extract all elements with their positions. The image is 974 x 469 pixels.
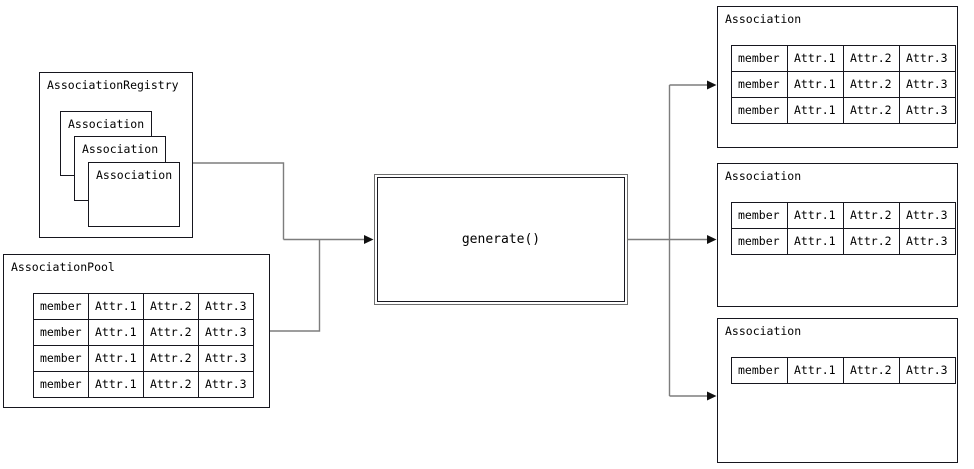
registry-to-generate-connector xyxy=(192,162,285,240)
table-cell: member xyxy=(731,45,788,72)
output-1-title: Association xyxy=(725,12,802,26)
table-cell: Attr.1 xyxy=(787,202,844,229)
table-cell: Attr.1 xyxy=(787,97,844,124)
table-cell: member xyxy=(731,357,788,384)
generate-box-inner-border: generate() xyxy=(377,177,625,302)
table-cell: Attr.2 xyxy=(843,357,900,384)
table-cell: Attr.3 xyxy=(899,228,956,255)
table-cell: Attr.1 xyxy=(787,71,844,98)
table-cell: Attr.1 xyxy=(88,371,144,398)
table-cell: member xyxy=(33,293,89,320)
table-cell: Attr.3 xyxy=(198,371,254,398)
table-cell: Attr.2 xyxy=(843,228,900,255)
association-registry-box: AssociationRegistry Association Associat… xyxy=(39,72,193,238)
table-cell: Attr.3 xyxy=(899,71,956,98)
table-cell: Attr.1 xyxy=(88,293,144,320)
table-cell: Attr.3 xyxy=(198,319,254,346)
arrowhead-into-output-1 xyxy=(707,80,717,90)
table-cell: member xyxy=(731,228,788,255)
table-cell: Attr.3 xyxy=(899,202,956,229)
table-cell: Attr.1 xyxy=(88,345,144,372)
table-cell: Attr.3 xyxy=(899,97,956,124)
table-cell: Attr.2 xyxy=(143,293,199,320)
output-2-title: Association xyxy=(725,169,802,183)
table-cell: Attr.3 xyxy=(899,357,956,384)
pool-title: AssociationPool xyxy=(11,260,115,274)
stack-card-1-label: Association xyxy=(68,117,145,131)
table-cell: member xyxy=(731,71,788,98)
table-cell: Attr.1 xyxy=(787,45,844,72)
table-cell: Attr.1 xyxy=(787,228,844,255)
table-cell: Attr.3 xyxy=(198,345,254,372)
table-cell: Attr.2 xyxy=(843,97,900,124)
generate-box: generate() xyxy=(374,174,628,305)
table-cell: member xyxy=(33,345,89,372)
arrowhead-into-generate xyxy=(364,235,374,244)
table-cell: member xyxy=(33,371,89,398)
table-cell: Attr.1 xyxy=(88,319,144,346)
table-cell: member xyxy=(33,319,89,346)
table-cell: Attr.2 xyxy=(143,319,199,346)
stack-card-2-label: Association xyxy=(82,142,159,156)
stack-card-3-label: Association xyxy=(96,168,173,182)
arrowhead-into-output-2 xyxy=(707,235,717,244)
table-cell: Attr.2 xyxy=(843,45,900,72)
table-cell: Attr.1 xyxy=(787,357,844,384)
table-cell: member xyxy=(731,202,788,229)
table-cell: Attr.2 xyxy=(843,202,900,229)
table-cell: member xyxy=(731,97,788,124)
table-cell: Attr.3 xyxy=(899,45,956,72)
association-stack-card-3: Association xyxy=(88,162,180,227)
table-cell: Attr.2 xyxy=(843,71,900,98)
table-cell: Attr.2 xyxy=(143,345,199,372)
table-cell: Attr.3 xyxy=(198,293,254,320)
arrowhead-into-output-3 xyxy=(707,391,717,401)
registry-title: AssociationRegistry xyxy=(47,78,179,92)
pool-to-generate-connector xyxy=(270,239,321,332)
table-cell: Attr.2 xyxy=(143,371,199,398)
generate-label: generate() xyxy=(461,232,541,247)
output-3-title: Association xyxy=(725,324,802,338)
